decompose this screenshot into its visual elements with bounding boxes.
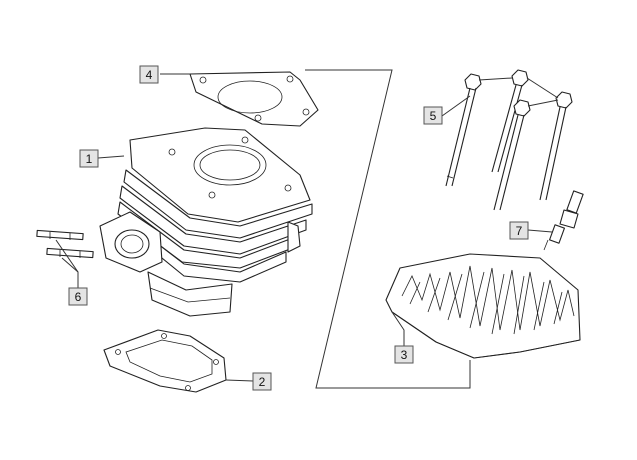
callout-label: 3	[401, 348, 408, 362]
head-gasket-icon	[189, 71, 319, 127]
stud-bolts-icon	[445, 69, 573, 211]
callout-label: 2	[259, 375, 266, 389]
callout-label: 1	[86, 152, 93, 166]
callout-4: 4	[139, 65, 159, 84]
group-bracket-line	[305, 69, 471, 389]
callout-2: 2	[252, 372, 272, 391]
callout-7: 7	[509, 221, 529, 240]
callout-6: 6	[68, 287, 88, 306]
cylinder-head-icon	[385, 253, 581, 359]
cylinder-icon	[99, 127, 313, 317]
callout-label: 7	[516, 224, 523, 238]
callout-1: 1	[79, 149, 99, 168]
studs-icon	[36, 229, 94, 259]
callout-3: 3	[394, 345, 414, 364]
callout-label: 4	[146, 68, 153, 82]
callout-5: 5	[423, 106, 443, 125]
base-gasket-icon	[103, 329, 227, 393]
spark-plug-icon	[543, 190, 584, 251]
callout-label: 6	[75, 290, 82, 304]
callout-label: 5	[430, 109, 437, 123]
